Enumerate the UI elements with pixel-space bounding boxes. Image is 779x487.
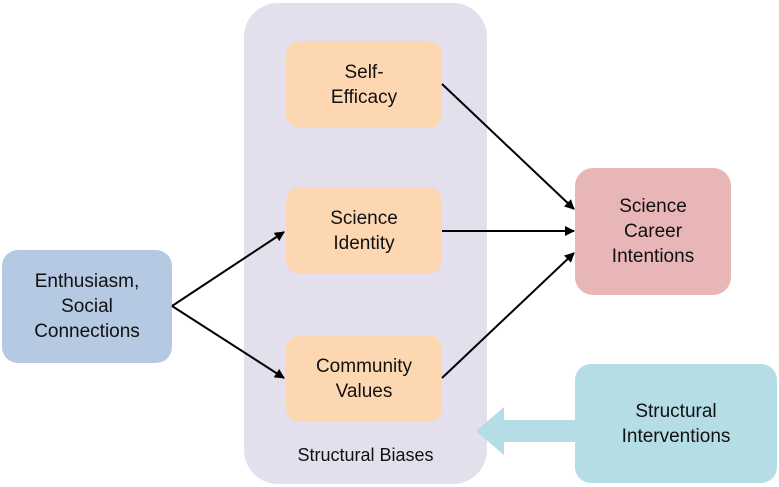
- arrow-interventions-to-biases: [476, 407, 575, 455]
- career-intentions-label: Science Career Intentions: [611, 196, 695, 267]
- self-efficacy-node: Self- Efficacy: [286, 41, 442, 128]
- interventions-label: Structural Interventions: [621, 400, 731, 447]
- enthusiasm-label: Enthusiasm, Social Connections: [34, 271, 140, 342]
- enthusiasm-social-connections-node: Enthusiasm, Social Connections: [2, 250, 172, 363]
- science-identity-node: Science Identity: [286, 187, 442, 274]
- community-values-label: Community Values: [315, 355, 413, 402]
- structural-biases-label: Structural Biases: [297, 445, 434, 465]
- science-identity-label: Science Identity: [330, 207, 398, 254]
- community-values-node: Community Values: [286, 335, 442, 422]
- science-career-intentions-node: Science Career Intentions: [575, 168, 731, 295]
- structural-interventions-node: Structural Interventions: [575, 364, 777, 483]
- self-efficacy-label: Self- Efficacy: [330, 61, 398, 108]
